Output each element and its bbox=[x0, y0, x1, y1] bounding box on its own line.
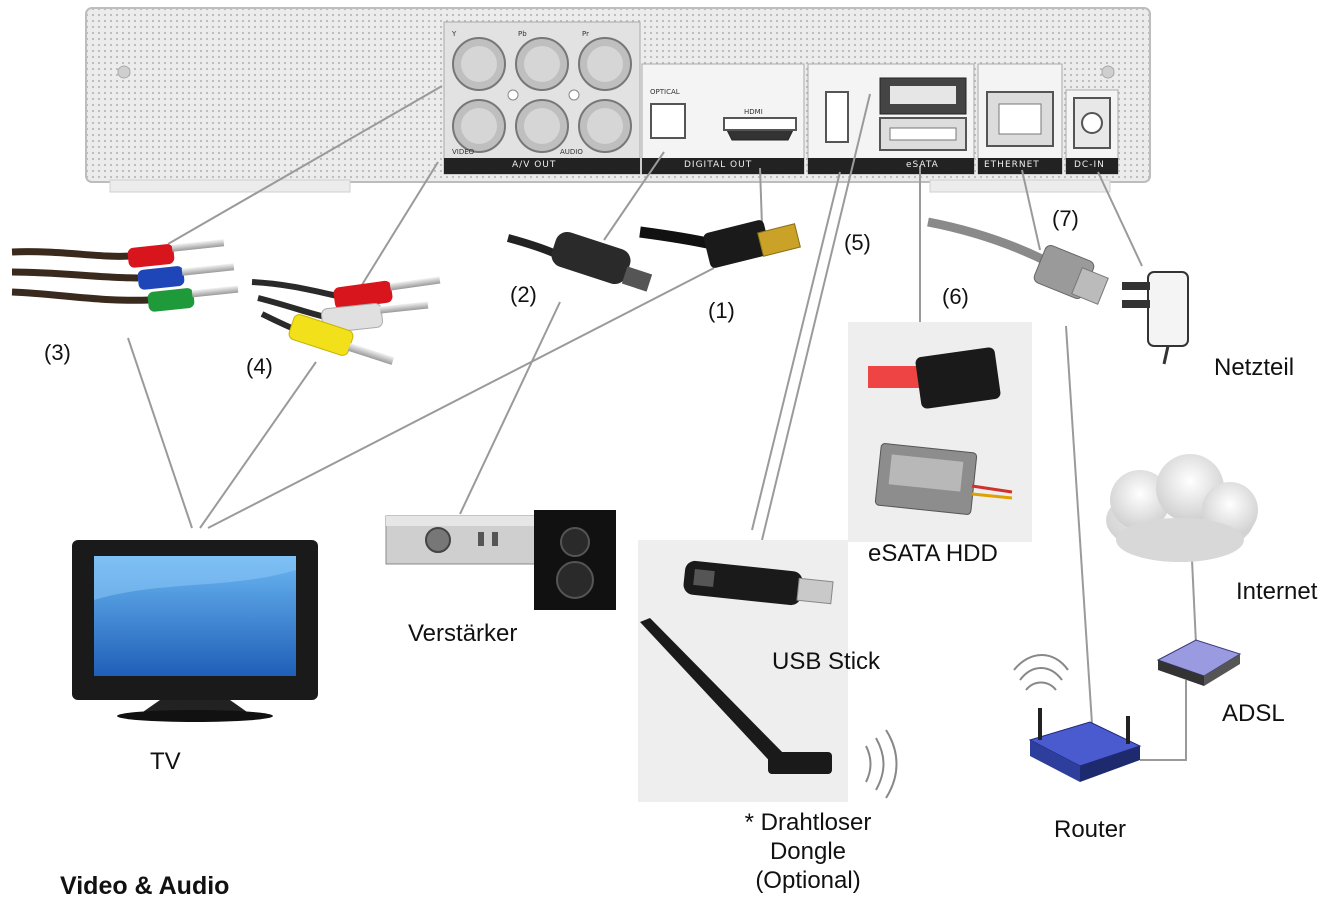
wireless-dongle-label: * Drahtloser Dongle (Optional) bbox=[722, 808, 894, 895]
internet-label: Internet bbox=[1236, 578, 1318, 605]
pr-port-label: Pr bbox=[582, 30, 589, 38]
cable-number-usb: (5) bbox=[844, 230, 871, 255]
wireless-dongle-icon bbox=[640, 618, 832, 774]
usb-port-side bbox=[825, 91, 849, 143]
power-supply-label: Netzteil bbox=[1214, 354, 1295, 381]
ethernet-port-label: ETHERNET bbox=[984, 160, 1040, 170]
usb-stick-label: USB Stick bbox=[772, 648, 881, 675]
cable-number-optical: (2) bbox=[510, 282, 537, 307]
esata-port-label: eSATA bbox=[906, 160, 939, 170]
dc-in-port-label: DC-IN bbox=[1074, 160, 1105, 170]
section-title: Video & Audio bbox=[60, 872, 230, 900]
router-label: Router bbox=[1054, 816, 1127, 843]
cable-number-composite: (4) bbox=[246, 354, 273, 379]
usb-stick-icon bbox=[683, 560, 834, 606]
av-out-label: A/V OUT bbox=[512, 160, 557, 170]
composite-cable-icon bbox=[251, 276, 441, 365]
optical-port-label: OPTICAL bbox=[650, 88, 680, 96]
digital-out-label: DIGITAL OUT bbox=[684, 160, 753, 170]
cloud-icon bbox=[1106, 454, 1258, 562]
hdmi-port bbox=[723, 117, 797, 131]
y-port-label: Y bbox=[452, 30, 457, 38]
component-cable-icon bbox=[11, 239, 239, 312]
router-icon bbox=[1028, 708, 1142, 782]
router-waves-icon bbox=[1013, 654, 1069, 691]
adsl-label: ADSL bbox=[1222, 700, 1285, 727]
pb-port-label: Pb bbox=[518, 30, 527, 38]
dc-in-port-block bbox=[1065, 89, 1119, 175]
ethernet-port-block bbox=[977, 63, 1063, 175]
av-out-ports bbox=[443, 21, 641, 175]
video-port-label: VIDEO bbox=[452, 148, 475, 156]
cable-number-ethernet: (7) bbox=[1052, 206, 1079, 231]
wireless-dongle-label-line-1: * Drahtloser bbox=[744, 809, 872, 836]
esata-hdd-label: eSATA HDD bbox=[868, 540, 998, 567]
wireless-dongle-label-line-3: (Optional) bbox=[755, 867, 861, 894]
connector-lines bbox=[127, 85, 1197, 761]
ethernet-cable-icon bbox=[927, 217, 1109, 305]
optical-cable-icon bbox=[506, 231, 653, 292]
wireless-dongle-label-line-2: Dongle bbox=[769, 838, 847, 865]
amplifier-icon bbox=[385, 510, 616, 610]
amplifier-label: Verstärker bbox=[408, 620, 518, 647]
wireless-waves-icon bbox=[865, 729, 898, 799]
cable-number-component: (3) bbox=[44, 340, 71, 365]
digital-out-ports bbox=[641, 63, 805, 175]
usb-esata-ports bbox=[807, 63, 975, 175]
audio-port-label: AUDIO bbox=[560, 148, 583, 156]
optical-port bbox=[650, 103, 686, 139]
adsl-modem-icon bbox=[1156, 639, 1242, 686]
power-supply-icon bbox=[1122, 271, 1189, 365]
hdmi-cable-icon bbox=[639, 220, 801, 268]
hdmi-port-label: HDMI bbox=[744, 108, 763, 116]
cable-number-esata: (6) bbox=[942, 284, 969, 309]
esata-hdd-icon bbox=[848, 322, 1032, 542]
tv-icon bbox=[72, 540, 318, 722]
tv-label: TV bbox=[150, 748, 181, 775]
cable-number-hdmi: (1) bbox=[708, 298, 735, 323]
